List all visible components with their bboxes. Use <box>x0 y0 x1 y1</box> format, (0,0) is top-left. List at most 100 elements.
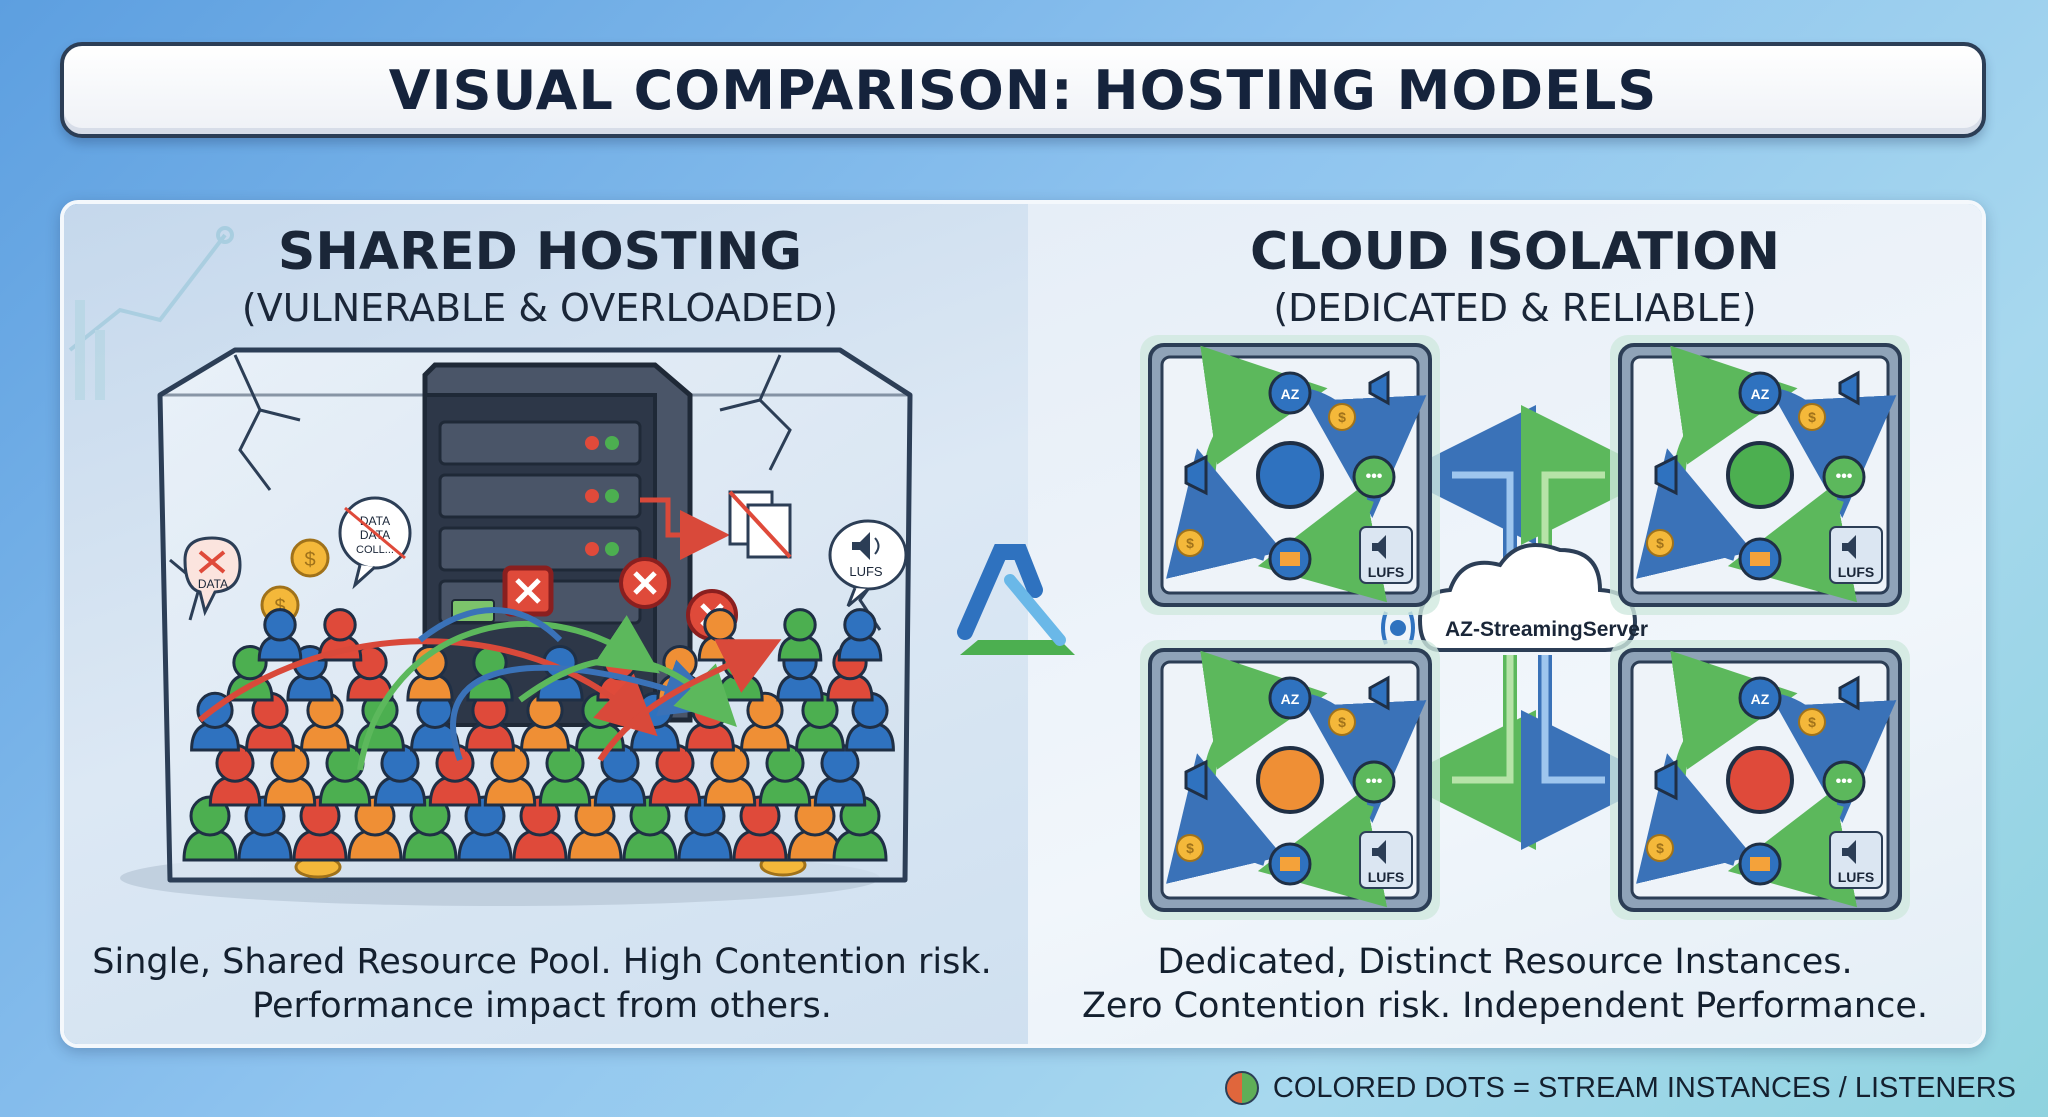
stream-dot-icon <box>1726 746 1794 814</box>
chat-icon <box>1822 455 1866 499</box>
listener-icon <box>520 691 570 752</box>
az-logo-icon <box>957 544 1075 655</box>
az-badge-label: AZ <box>1751 386 1770 402</box>
svg-text:$: $ <box>274 596 285 618</box>
coin-icon <box>1798 708 1826 736</box>
svg-text:$: $ <box>1808 409 1816 425</box>
listener-icon <box>593 743 647 807</box>
svg-text:•••: ••• <box>1836 468 1853 485</box>
data-leak-arrow <box>640 497 730 560</box>
svg-text:•••: ••• <box>1366 468 1383 485</box>
error-icon <box>502 565 554 617</box>
chat-icon <box>1352 760 1396 804</box>
shared-hosting-header: SHARED HOSTING (VULNERABLE & OVERLOADED) <box>100 222 980 330</box>
svg-text:•••: ••• <box>1836 773 1853 790</box>
data-bubble-label: DATA <box>198 577 228 591</box>
svg-text:$: $ <box>1656 535 1664 551</box>
instance-card: AZ•••$$LUFS <box>1140 640 1440 920</box>
chat-icon <box>1822 760 1866 804</box>
az-badge-label: AZ <box>1751 691 1770 707</box>
document-icon <box>728 490 792 559</box>
listener-icon <box>406 644 454 702</box>
listener-icon <box>317 608 363 662</box>
az-badge-icon <box>1268 371 1312 415</box>
cloud-isolation-header: CLOUD ISOLATION (DEDICATED & RELIABLE) <box>1075 222 1955 330</box>
listener-icon <box>300 691 350 752</box>
megaphone-icon <box>1368 370 1390 406</box>
listener-icon <box>845 691 895 752</box>
svg-text:$: $ <box>1186 840 1194 856</box>
svg-text:$: $ <box>1808 714 1816 730</box>
legend: COLORED DOTS = STREAM INSTANCES / LISTEN… <box>1224 1071 2016 1105</box>
shared-caption-line-2: Performance impact from others. <box>252 986 832 1026</box>
svg-text:COLL...: COLL... <box>356 544 394 556</box>
lufs-label: LUFS <box>1838 564 1875 580</box>
az-badge-icon <box>1738 676 1782 720</box>
lufs-label: LUFS <box>1838 869 1875 885</box>
stream-dot-icon <box>1726 441 1794 509</box>
coin-icon <box>1798 403 1826 431</box>
stream-dot-icon <box>1256 441 1324 509</box>
coin-icon <box>1328 708 1356 736</box>
svg-text:$: $ <box>304 549 315 571</box>
collision-bubble-icon: DATA DATA COLL... <box>338 496 412 590</box>
lufs-bubble-icon: LUFS <box>828 519 908 608</box>
chat-icon <box>1352 455 1396 499</box>
shared-hosting-title: SHARED HOSTING <box>277 222 803 282</box>
cloud-label: AZ-StreamingServer <box>1445 618 1648 641</box>
data-bubble-icon: DATA <box>183 536 242 617</box>
megaphone-icon <box>1838 370 1860 406</box>
cloud-connection-cores <box>1452 471 1605 784</box>
cloud-caption-line-2: Zero Contention risk. Independent Perfor… <box>1081 986 1929 1026</box>
shared-caption-line-1: Single, Shared Resource Pool. High Conte… <box>92 942 992 982</box>
instance-cards: AZ•••$$LUFSAZ•••$$LUFSAZ•••$$LUFSAZ•••$$… <box>1140 335 1910 920</box>
megaphone-icon <box>1368 675 1390 711</box>
listener-icon <box>758 743 812 807</box>
instance-card: AZ ••• $ $ LUFS <box>1610 335 1910 615</box>
listener-icon <box>208 743 262 807</box>
listener-icon <box>648 743 702 807</box>
az-badge-label: AZ <box>1281 386 1300 402</box>
stream-dot-icon <box>1256 746 1324 814</box>
listener-icon <box>257 608 303 662</box>
legend-dot-icon <box>1224 1071 1259 1105</box>
coin-icon <box>1176 834 1204 862</box>
coin-icon <box>1176 529 1204 557</box>
cloud-isolation-title: CLOUD ISOLATION <box>1249 222 1781 282</box>
az-badge-icon <box>1738 371 1782 415</box>
title-bar: VISUAL COMPARISON: HOSTING MODELS <box>60 42 1986 138</box>
svg-text:DATA: DATA <box>360 514 390 528</box>
legend-text: COLORED DOTS = STREAM INSTANCES / LISTEN… <box>1272 1071 2016 1104</box>
coin-icon <box>1328 403 1356 431</box>
svg-text:$: $ <box>1656 840 1664 856</box>
listener-icon <box>428 743 482 807</box>
coin-icon <box>1646 529 1674 557</box>
listener-icon <box>373 743 427 807</box>
listener-icon <box>245 691 295 752</box>
listener-crowd <box>182 608 895 862</box>
signal-icon <box>1381 611 1415 645</box>
instance-card: AZ•••$$LUFS <box>1140 335 1440 615</box>
listener-icon <box>703 743 757 807</box>
page-title: VISUAL COMPARISON: HOSTING MODELS <box>388 58 1658 122</box>
listener-icon <box>740 691 790 752</box>
megaphone-icon <box>1184 454 1208 496</box>
coin-icon <box>1646 834 1674 862</box>
listener-icon <box>777 608 823 662</box>
az-badge-icon <box>1268 676 1312 720</box>
listener-icon <box>837 608 883 662</box>
listener-icon <box>483 743 537 807</box>
svg-text:LUFS: LUFS <box>849 564 883 579</box>
megaphone-icon <box>1654 454 1678 496</box>
instance-card: AZ ••• $ $ LUFS <box>1610 640 1910 920</box>
megaphone-icon <box>1654 759 1678 801</box>
cloud-isolation-subtitle: (DEDICATED & RELIABLE) <box>1273 286 1757 330</box>
shared-hosting-subtitle: (VULNERABLE & OVERLOADED) <box>241 286 839 330</box>
az-badge-label: AZ <box>1281 691 1300 707</box>
cloud-caption-line-1: Dedicated, Distinct Resource Instances. <box>1157 942 1853 982</box>
coin-icon: $ <box>290 538 330 578</box>
lufs-label: LUFS <box>1368 564 1405 580</box>
svg-text:$: $ <box>1186 535 1194 551</box>
background-trend-icon <box>68 226 234 400</box>
